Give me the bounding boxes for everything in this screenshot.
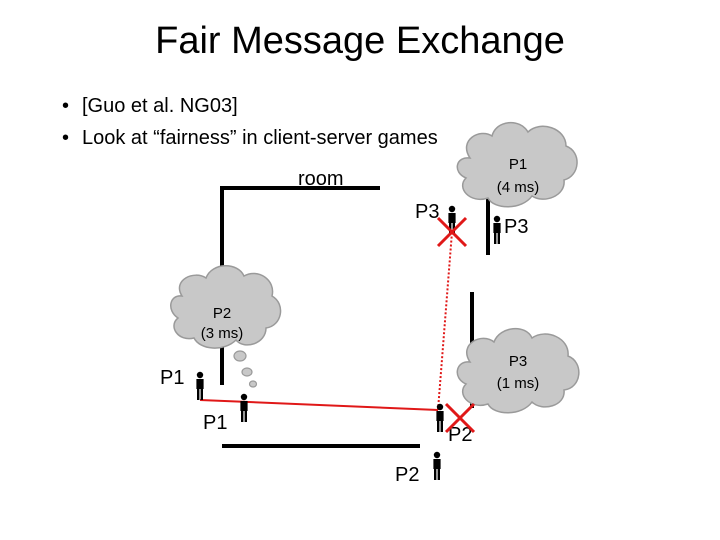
thought-bubble	[241, 367, 253, 377]
player-label: P1	[160, 367, 184, 389]
slide-title: Fair Message Exchange	[155, 20, 565, 62]
player-p2-bottom: P2	[395, 451, 441, 486]
cloud-p1: P1 (4 ms)	[456, 122, 578, 208]
person-icon	[196, 371, 204, 400]
room-wall-top-left	[220, 186, 380, 300]
cloud-p2: P2 (3 ms)	[170, 265, 282, 388]
player-p3-top-right: P3	[493, 215, 528, 244]
player-label: P3	[415, 201, 439, 223]
player-p1-bottom: P1	[203, 393, 248, 434]
cloud-p1-latency: (4 ms)	[497, 179, 540, 196]
player-p3-top-left: P3	[415, 201, 456, 234]
person-icon	[240, 393, 248, 422]
bullet-list: [Guo et al. NG03] Look at “fairness” in …	[62, 90, 438, 154]
player-p1-left: P1	[160, 367, 204, 400]
bullet-item: [Guo et al. NG03]	[62, 90, 438, 122]
player-label: P2	[395, 464, 419, 486]
cross-mark-bottom	[444, 402, 476, 434]
player-p2-right: P2	[436, 403, 472, 446]
thought-bubble	[248, 380, 258, 388]
person-icon	[493, 215, 501, 244]
person-icon	[433, 451, 441, 480]
cross-mark-top	[436, 216, 468, 248]
cloud-p2-name: P2	[213, 305, 231, 322]
player-label: P1	[203, 412, 227, 434]
thought-bubble	[233, 350, 247, 362]
player-label: P3	[504, 216, 528, 238]
bullet-item: Look at “fairness” in client-server game…	[62, 122, 438, 154]
cloud-p3-name: P3	[509, 353, 527, 370]
person-icon	[436, 403, 444, 432]
player-label: P2	[448, 424, 472, 446]
room-label: room	[298, 168, 344, 190]
cloud-p2-latency: (3 ms)	[201, 325, 244, 342]
cloud-p3-latency: (1 ms)	[497, 375, 540, 392]
message-line-p2-to-p3	[437, 231, 453, 411]
cloud-p3: P3 (1 ms)	[456, 328, 580, 414]
message-line-p1-to-p2	[199, 399, 439, 411]
cloud-p1-name: P1	[509, 156, 527, 173]
message-paths	[199, 231, 453, 411]
